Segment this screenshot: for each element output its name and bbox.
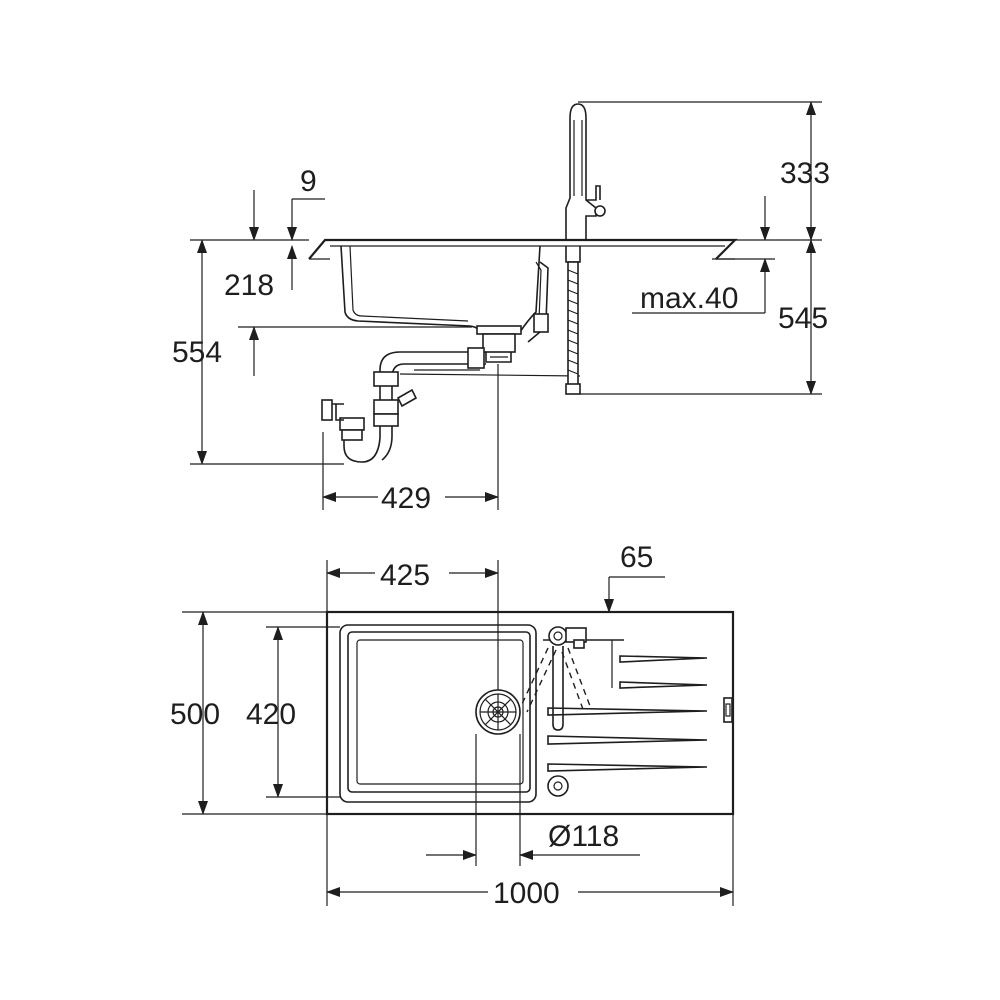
bowl-inner-plan [347,631,531,793]
dim-333: 333 [780,157,830,190]
dim-65: 65 [620,541,653,574]
bowl-side-profile [340,245,541,333]
drainer-ribs [543,639,708,772]
dim-500: 500 [170,698,220,731]
dim-429: 429 [381,482,431,515]
trap-siphon [343,428,381,463]
side-elevation-view: 333 545 max.40 9 218 554 429 [172,101,830,515]
faucet-side [565,103,597,240]
plan-view: 425 65 500 420 Ø118 1000 [170,541,735,910]
dim-554: 554 [172,336,222,369]
waste-strainer-plan [475,689,521,735]
dim-425: 425 [380,559,430,592]
mounting-rod [565,246,581,263]
tap-hole [547,775,569,797]
dim-max40: max.40 [640,282,738,315]
dim-1000: 1000 [493,877,560,910]
dim-218: 218 [224,269,274,302]
waste-pipe [379,351,486,438]
sink-rim-side [308,238,738,260]
dim-118: Ø118 [548,820,619,853]
dim-9: 9 [300,165,317,198]
faucet-plan [521,626,591,731]
waste-strainer [476,325,522,335]
dim-545: 545 [778,302,828,335]
bowl-outer-plan [339,624,537,803]
dim-420: 420 [246,698,296,731]
sink-outline-plan [325,610,735,816]
